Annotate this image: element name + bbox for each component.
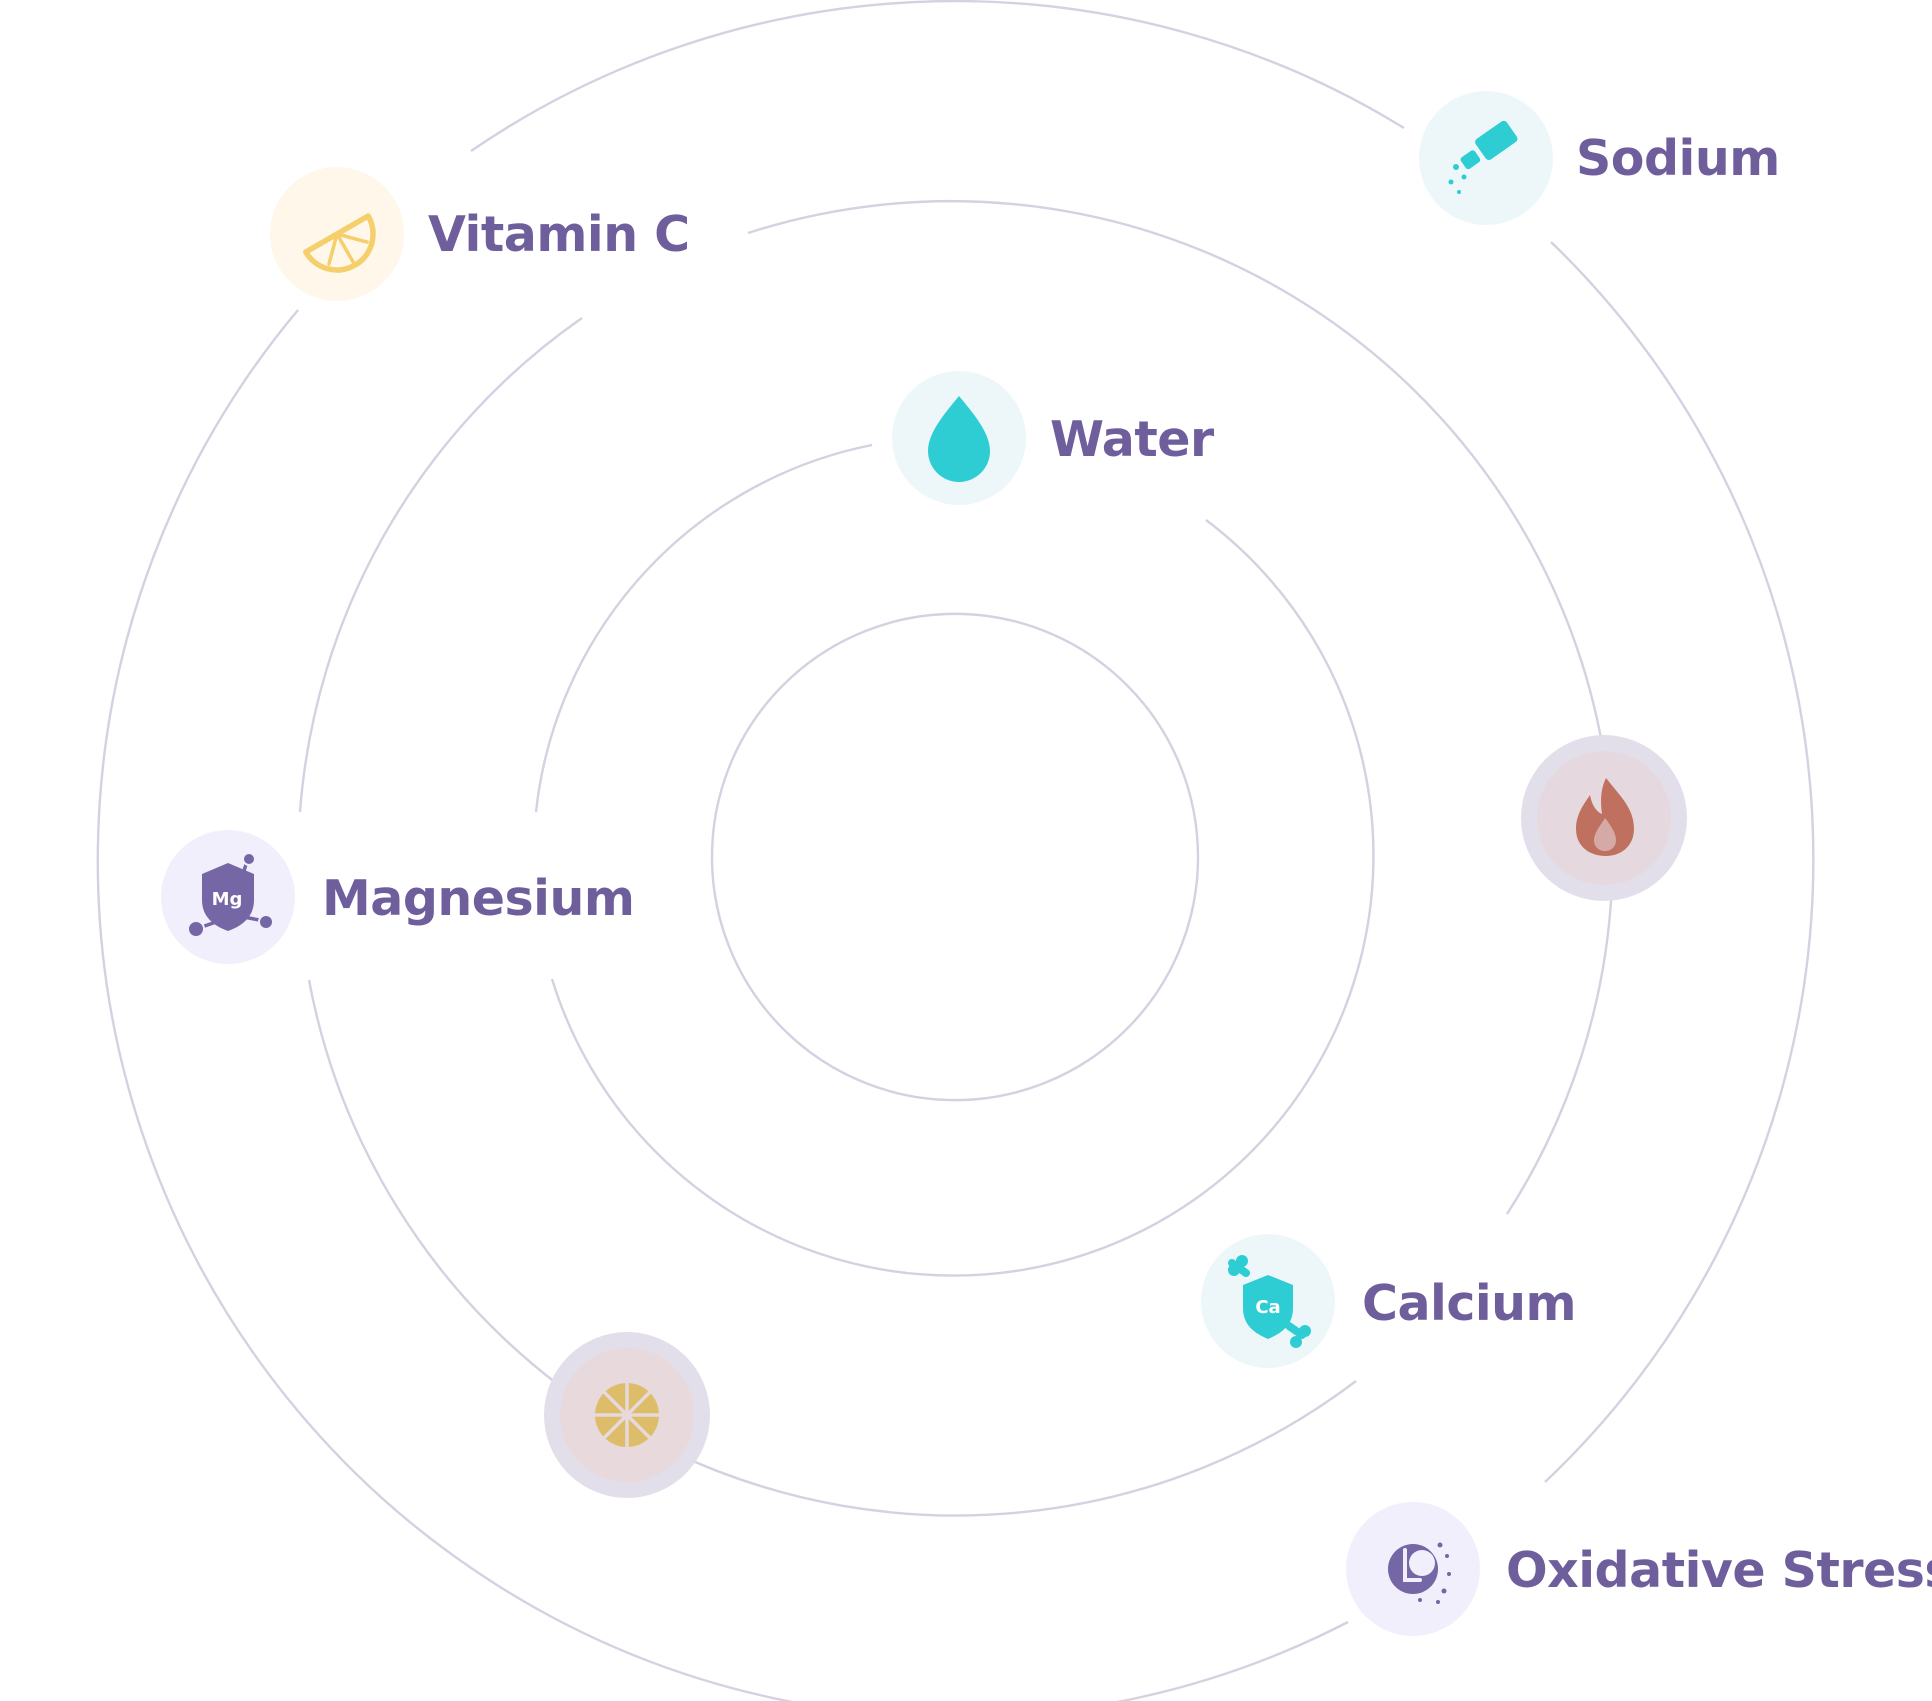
ring-3-arc-c bbox=[1505, 883, 1614, 1215]
citrus-wheel-icon bbox=[595, 1383, 659, 1447]
ring-3-arc-d bbox=[672, 1380, 1357, 1517]
calcium-label: Calcium bbox=[1362, 1275, 1576, 1332]
node-sodium[interactable]: Sodium bbox=[1419, 91, 1780, 225]
sodium-label: Sodium bbox=[1576, 130, 1780, 187]
magnesium-label: Magnesium bbox=[322, 870, 634, 927]
inner-ring bbox=[710, 612, 1200, 1102]
node-vitamin-c[interactable]: Vitamin C bbox=[270, 167, 690, 301]
node-heat[interactable] bbox=[1521, 735, 1687, 901]
magnesium-shield-icon: Mg bbox=[187, 852, 274, 938]
water-drop-icon bbox=[928, 396, 990, 482]
node-water[interactable]: Water bbox=[892, 371, 1216, 505]
ring-3-arc-b bbox=[747, 199, 1605, 750]
oxidative-stress-label: Oxidative Stress bbox=[1506, 1542, 1932, 1599]
calcium-icon-text: Ca bbox=[1255, 1297, 1280, 1318]
outer-ring-arc-c bbox=[96, 309, 1349, 1701]
ring-3-arc-a bbox=[298, 317, 583, 813]
magnesium-icon-text: Mg bbox=[212, 889, 243, 910]
orbit-rings bbox=[96, 0, 1815, 1701]
oxidative-cell-icon bbox=[1388, 1542, 1451, 1604]
flame-icon bbox=[1576, 778, 1634, 856]
outer-ring-arc-a bbox=[470, 0, 1405, 152]
outer-ring-arc-b bbox=[1544, 241, 1815, 1483]
water-label: Water bbox=[1050, 411, 1215, 468]
ring-2-arc-a bbox=[534, 443, 873, 813]
salt-shaker-icon bbox=[1448, 120, 1518, 194]
vitamin-c-label: Vitamin C bbox=[428, 206, 690, 263]
node-oxidative-stress[interactable]: Oxidative Stress bbox=[1346, 1502, 1932, 1636]
calcium-bone-shield-icon: Ca bbox=[1228, 1255, 1311, 1348]
node-magnesium[interactable]: Mg Magnesium bbox=[161, 830, 635, 964]
ring-2-arc-b bbox=[550, 519, 1375, 1277]
lemon-slice-icon bbox=[303, 213, 376, 273]
node-calcium[interactable]: Ca Calcium bbox=[1201, 1234, 1577, 1368]
node-citrus[interactable] bbox=[544, 1332, 710, 1498]
ring-3-arc-e bbox=[307, 979, 561, 1387]
